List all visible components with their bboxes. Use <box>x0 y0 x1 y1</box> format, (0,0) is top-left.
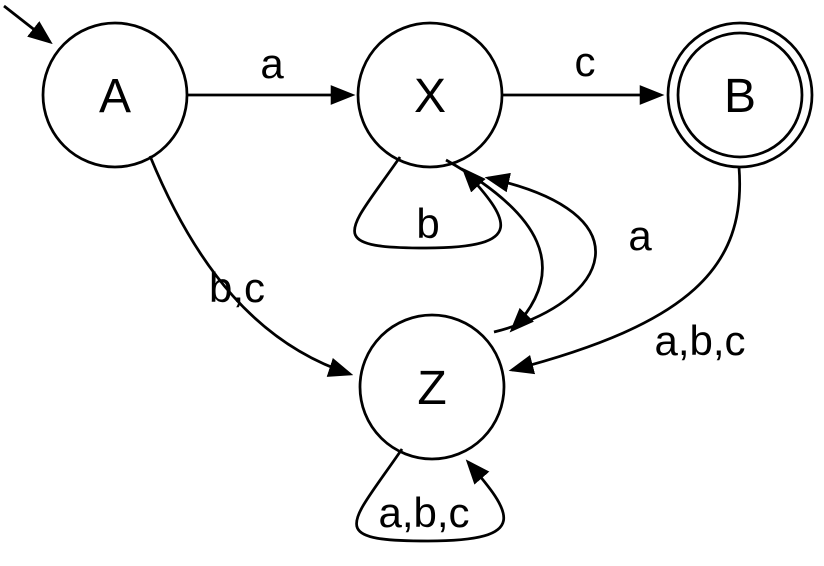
edge-label-z-to-x: a <box>628 212 652 259</box>
state-x-label: X <box>414 70 446 123</box>
state-a-label: A <box>99 70 131 123</box>
edge-z-to-x <box>484 172 597 334</box>
edge-a-to-z <box>148 155 354 377</box>
state-node-x: X <box>356 21 504 169</box>
edge-label-z-self-loop: a,b,c <box>378 489 469 536</box>
state-node-a: A <box>41 21 189 169</box>
state-node-z: Z <box>358 313 506 461</box>
state-a-circle <box>41 21 189 169</box>
edge-label-x-self-loop: b <box>416 200 439 247</box>
edge-b-to-z <box>508 166 742 375</box>
edge-start-to-a <box>3 4 53 45</box>
state-node-b: B <box>666 21 814 169</box>
state-b-label: B <box>724 70 756 123</box>
edge-label-a-to-x: a <box>260 40 284 87</box>
edge-label-b-to-z: a,b,c <box>654 317 745 364</box>
edge-label-x-to-b: c <box>575 38 596 85</box>
edge-x-to-z <box>445 158 544 333</box>
state-z-label: Z <box>417 362 446 415</box>
state-x-circle <box>356 21 504 169</box>
state-z-circle <box>358 313 506 461</box>
edge-z-self-loop <box>355 448 506 543</box>
state-b-outer-circle <box>666 21 814 169</box>
edge-x-self-loop <box>353 156 503 250</box>
state-b-inner-circle <box>676 31 804 159</box>
edge-label-a-to-z: b,c <box>209 264 265 311</box>
